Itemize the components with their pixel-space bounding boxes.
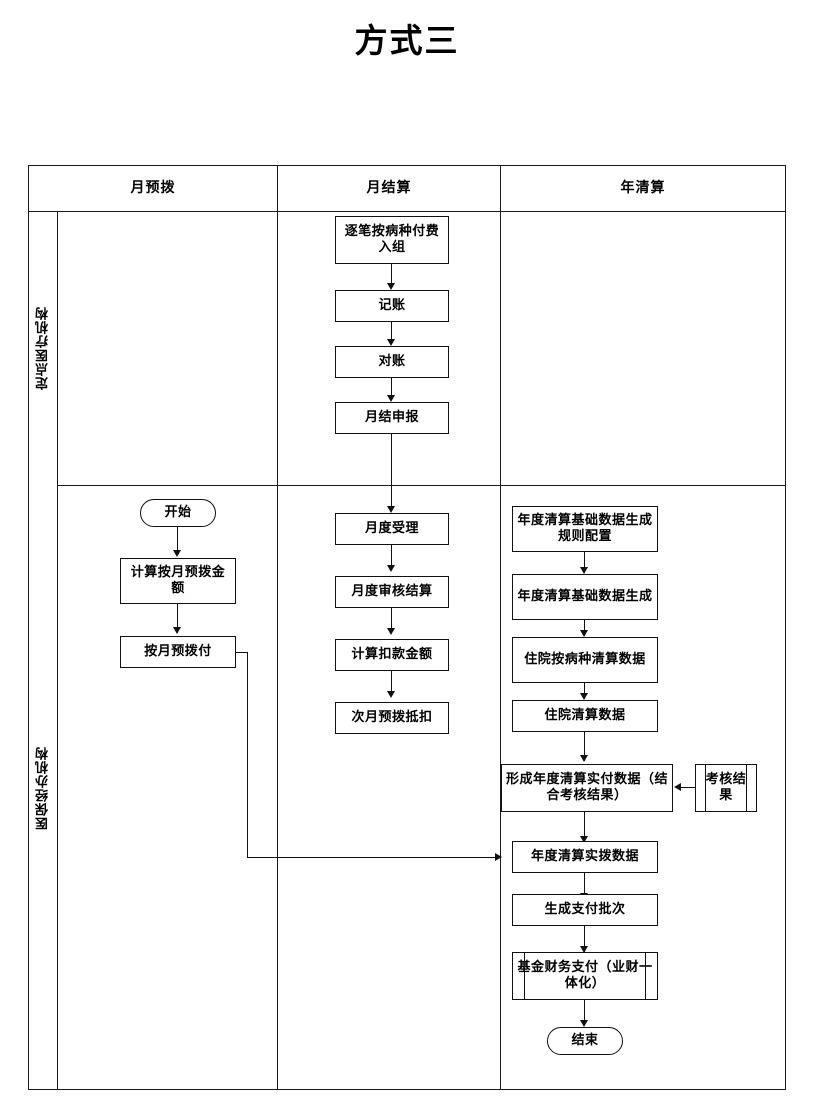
lane-label-provider: 定点医疗机构 [29, 211, 57, 485]
lane-label-provider-text: 定点医疗机构 [35, 306, 51, 390]
node-fund-finance-payment[interactable]: 基金财务支付（业财一体化） [512, 952, 658, 1000]
column-header-annual-settlement: 年清算 [620, 180, 666, 196]
arrowhead-n06-n07 [173, 627, 181, 634]
edge-n02-n03 [391, 322, 393, 344]
edge-n18-n19 [584, 873, 586, 898]
lane-label-insurer: 医保经办机构 [29, 486, 57, 1089]
edge-n14-n15 [584, 683, 586, 699]
edge-n07-n18-seg1 [236, 652, 248, 654]
node-pay-monthly-advance[interactable]: 按月预拨付 [120, 636, 236, 668]
node-calc-deduction[interactable]: 计算扣款金额 [335, 639, 449, 671]
arrowhead-n14-n15 [580, 693, 588, 700]
column-header-monthly-advance: 月预拨 [130, 180, 176, 196]
node-assessment-result[interactable]: 考核结果 [695, 764, 757, 812]
column-header-monthly-settlement: 月结算 [366, 180, 412, 196]
node-claim-grouping[interactable]: 逐笔按病种付费入组 [335, 216, 449, 264]
edge-n01-n02 [391, 264, 393, 287]
node-monthly-acceptance[interactable]: 月度受理 [335, 513, 449, 545]
arrowhead-n17-n16 [674, 783, 681, 791]
edge-n15-n16 [584, 732, 586, 761]
node-monthly-audit-settlement[interactable]: 月度审核结算 [335, 576, 449, 608]
edge-n06-n07 [177, 604, 179, 633]
page-title: 方式三 [354, 21, 460, 60]
arrowhead-n10-n11 [387, 691, 395, 698]
edge-n13-n14 [584, 620, 586, 636]
node-annual-base-data-generate[interactable]: 年度清算基础数据生成 [512, 574, 658, 620]
node-monthly-declaration[interactable]: 月结申报 [335, 402, 449, 434]
edge-n08-n09 [391, 545, 393, 570]
column-divider-1 [277, 166, 278, 1089]
arrowhead-n07-n18 [495, 853, 502, 861]
column-divider-2 [500, 166, 501, 1089]
arrowhead-n16-n18 [580, 836, 588, 843]
arrowhead-n19-n20 [580, 946, 588, 953]
edge-n19-n20 [584, 926, 586, 952]
node-generate-payment-batch[interactable]: 生成支付批次 [512, 894, 658, 926]
arrowhead-n09-n10 [387, 628, 395, 635]
edge-n07-n18-seg3 [247, 857, 501, 859]
edge-n05-n06 [177, 527, 179, 555]
arrowhead-n01-n02 [387, 283, 395, 290]
arrowhead-n04-n08 [387, 506, 395, 513]
node-reconciliation[interactable]: 对账 [335, 346, 449, 378]
swimlane-diagram: 月预拨 月结算 年清算 定点医疗机构 医保经办机构 逐笔按病种付费入组 记账 对… [28, 165, 786, 1090]
edge-n04-n08 [391, 434, 393, 511]
node-annual-actual-allocation-data[interactable]: 年度清算实拨数据 [512, 841, 658, 873]
lane-label-insurer-text: 医保经办机构 [35, 745, 51, 830]
edge-n09-n10 [391, 608, 393, 633]
node-inpatient-settle-data[interactable]: 住院清算数据 [512, 700, 658, 732]
edge-n03-n04 [391, 378, 393, 400]
node-annual-base-rule-config[interactable]: 年度清算基础数据生成规则配置 [512, 506, 658, 552]
edge-n20-n21 [584, 1000, 586, 1025]
node-inpatient-drg-settle-data[interactable]: 住院按病种清算数据 [512, 637, 658, 683]
node-start[interactable]: 开始 [140, 499, 216, 527]
lane-label-divider [57, 211, 58, 1089]
arrowhead-n03-n04 [387, 395, 395, 402]
arrowhead-n12-n13 [580, 567, 588, 574]
node-calc-monthly-advance[interactable]: 计算按月预拨金额 [120, 558, 236, 604]
arrowhead-n05-n06 [173, 550, 181, 557]
header-rule [29, 211, 785, 212]
arrowhead-n02-n03 [387, 339, 395, 346]
edge-n16-n18 [584, 812, 586, 842]
edge-n10-n11 [391, 671, 393, 696]
node-form-annual-actual-payment[interactable]: 形成年度清算实付数据（结合考核结果） [501, 764, 673, 812]
arrowhead-n15-n16 [580, 755, 588, 762]
node-next-month-offset[interactable]: 次月预拨抵扣 [335, 702, 449, 734]
node-end[interactable]: 结束 [547, 1027, 623, 1055]
edge-n12-n13 [584, 552, 586, 573]
edge-n17-n16 [681, 787, 695, 789]
arrowhead-n08-n09 [387, 565, 395, 572]
lane-divider [57, 485, 785, 486]
node-bookkeeping[interactable]: 记账 [335, 290, 449, 322]
arrowhead-n13-n14 [580, 630, 588, 637]
edge-n07-n18-seg2 [247, 652, 249, 858]
arrowhead-n20-n21 [580, 1020, 588, 1027]
